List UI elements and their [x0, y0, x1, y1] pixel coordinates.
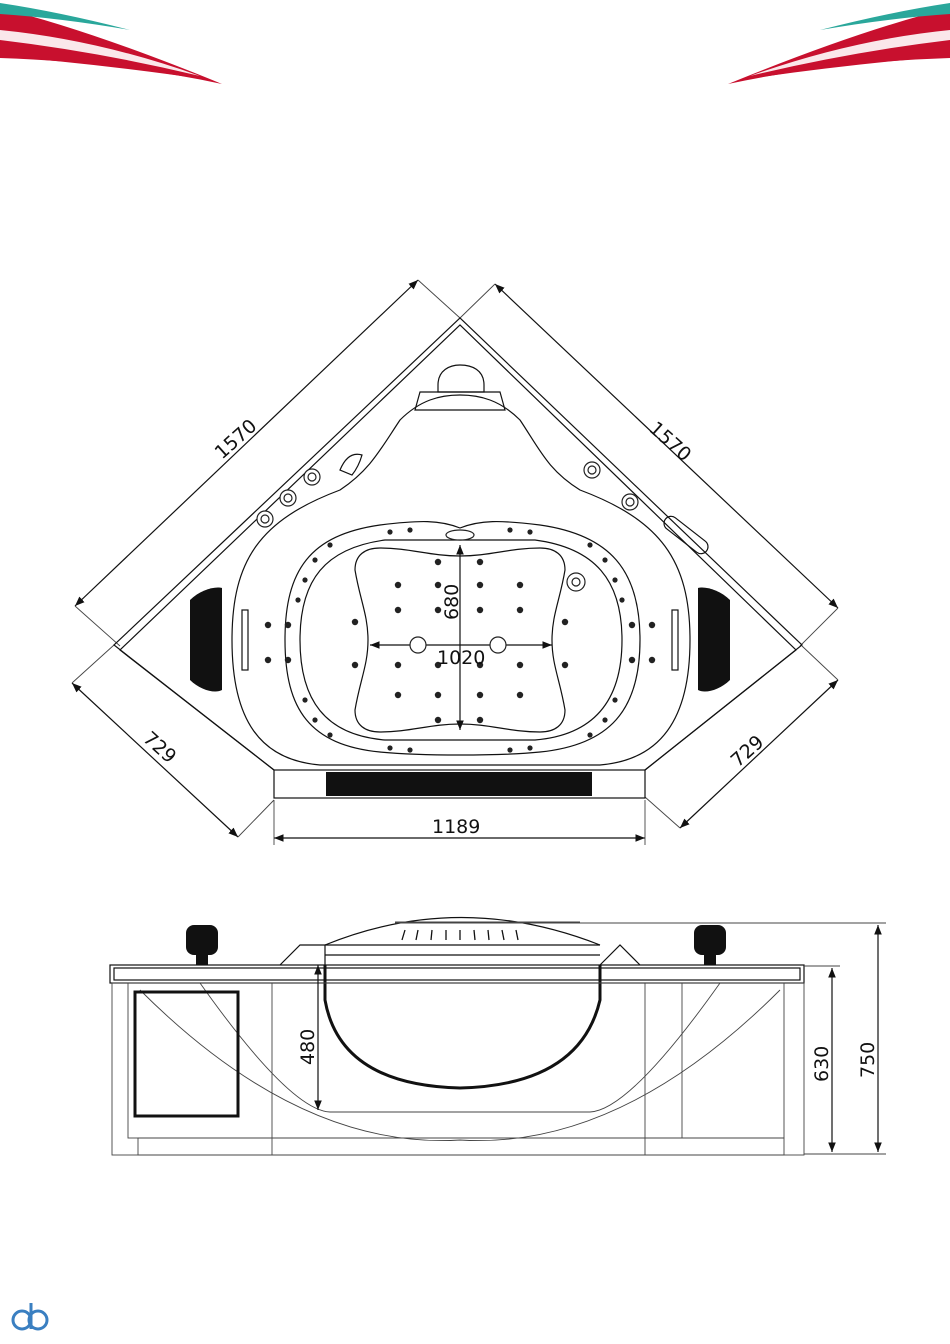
jet: [507, 527, 512, 532]
jet: [302, 697, 307, 702]
jet: [527, 745, 532, 750]
jet: [587, 542, 592, 547]
jet: [507, 747, 512, 752]
jet: [265, 622, 271, 628]
jet: [527, 529, 532, 534]
jet: [477, 692, 483, 698]
dim-inner-width: 680: [441, 584, 463, 620]
jet: [327, 542, 332, 547]
jet: [517, 692, 523, 698]
jet: [649, 622, 655, 628]
side-view-drawing: [110, 918, 886, 1156]
jet: [285, 622, 291, 628]
jet: [295, 597, 300, 602]
jet: [612, 577, 617, 582]
jet: [629, 657, 635, 663]
jet: [649, 657, 655, 663]
dim-left-short: 729: [139, 727, 181, 768]
jet: [327, 732, 332, 737]
dim-total-height: 750: [857, 1042, 879, 1078]
top-view-drawing: [72, 280, 838, 845]
jet: [312, 557, 317, 562]
header-swoosh-right: [728, 3, 950, 84]
jet: [407, 527, 412, 532]
jet: [352, 662, 358, 668]
jet: [302, 577, 307, 582]
dim-body-height: 630: [811, 1046, 833, 1082]
dim-front-width: 1189: [432, 816, 480, 838]
jet: [629, 622, 635, 628]
jet: [602, 557, 607, 562]
jet: [562, 662, 568, 668]
jet: [517, 582, 523, 588]
jet: [285, 657, 291, 663]
jet: [435, 692, 441, 698]
jet: [517, 662, 523, 668]
dim-left-diagonal: 1570: [211, 415, 262, 464]
dim-right-diagonal: 1570: [645, 417, 696, 466]
header-swoosh-left: [0, 3, 222, 84]
jet: [312, 717, 317, 722]
db-logo-icon: [13, 1303, 47, 1329]
jet: [435, 559, 441, 565]
jet: [477, 582, 483, 588]
jet: [265, 657, 271, 663]
jet: [562, 619, 568, 625]
jet: [395, 692, 401, 698]
jet: [435, 717, 441, 723]
jet: [477, 717, 483, 723]
jet: [395, 662, 401, 668]
jet: [602, 717, 607, 722]
jet: [477, 559, 483, 565]
dim-inner-length: 1020: [437, 647, 485, 669]
jet: [517, 607, 523, 613]
jet: [407, 747, 412, 752]
jet: [477, 607, 483, 613]
jet: [619, 597, 624, 602]
jet: [395, 607, 401, 613]
jet: [587, 732, 592, 737]
dim-right-short: 729: [727, 731, 769, 772]
jet: [387, 529, 392, 534]
jet: [395, 582, 401, 588]
jet: [612, 697, 617, 702]
jet: [352, 619, 358, 625]
jet: [387, 745, 392, 750]
dim-inner-depth: 480: [297, 1029, 319, 1065]
